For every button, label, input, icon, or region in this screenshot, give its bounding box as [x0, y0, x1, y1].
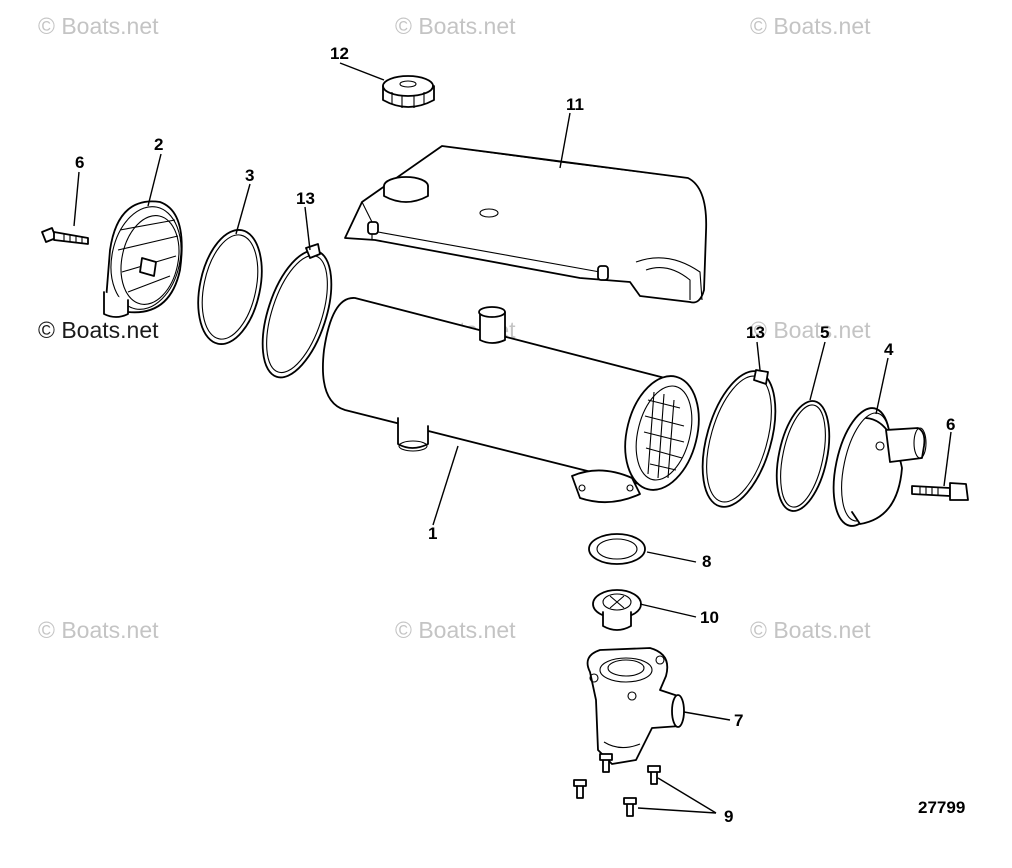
part-6-bolt-left [41, 227, 89, 245]
part-1-heat-exchanger [322, 297, 700, 504]
part-13-clamp-right [701, 369, 777, 508]
watermark-top-left: © Boats.net [38, 13, 159, 39]
part-2-end-cap [103, 200, 183, 318]
part-12-fill-cap [382, 75, 435, 108]
watermark-top-center: © Boats.net [395, 13, 516, 39]
watermark-bottom-left: © Boats.net [38, 617, 159, 643]
part-7-thermostat-housing [586, 647, 685, 765]
callout-4: 4 [884, 340, 894, 359]
callout-11: 11 [566, 95, 584, 114]
watermark-bottom-right: © Boats.net [750, 617, 871, 643]
part-4-end-cap [832, 407, 927, 527]
part-11-cover [344, 145, 708, 304]
tube-bundle-pattern [643, 391, 685, 479]
callout-8: 8 [702, 552, 711, 571]
callout-12: 12 [330, 44, 349, 63]
callout-7: 7 [734, 711, 743, 730]
callout-5: 5 [820, 323, 829, 342]
part-6-bolt-right [911, 482, 969, 501]
watermark-bottom-center: © Boats.net [395, 617, 516, 643]
callouts: 12 11 2 6 3 13 1 13 5 4 6 8 10 7 9 [75, 44, 955, 826]
figure-number: 27799 [918, 798, 965, 817]
part-13-clamp-left [261, 243, 333, 379]
callout-6-left: 6 [75, 153, 84, 172]
watermark-mid-left: © Boats.net [38, 317, 159, 343]
part-3-o-ring [197, 229, 263, 345]
callout-3: 3 [245, 166, 254, 185]
watermark-mid-right: © Boats.net [750, 317, 871, 343]
callout-9: 9 [724, 807, 733, 826]
leader-lines [73, 62, 952, 814]
part-9-screws [573, 753, 661, 817]
callout-10: 10 [700, 608, 719, 627]
watermark-top-right: © Boats.net [750, 13, 871, 39]
callout-13-right: 13 [746, 323, 765, 342]
callout-2: 2 [154, 135, 163, 154]
callout-1: 1 [428, 524, 437, 543]
part-10-thermostat [592, 589, 642, 631]
callout-13-left: 13 [296, 189, 315, 208]
callout-6-right: 6 [946, 415, 955, 434]
part-5-o-ring [775, 400, 831, 512]
part-8-gasket [588, 533, 646, 565]
